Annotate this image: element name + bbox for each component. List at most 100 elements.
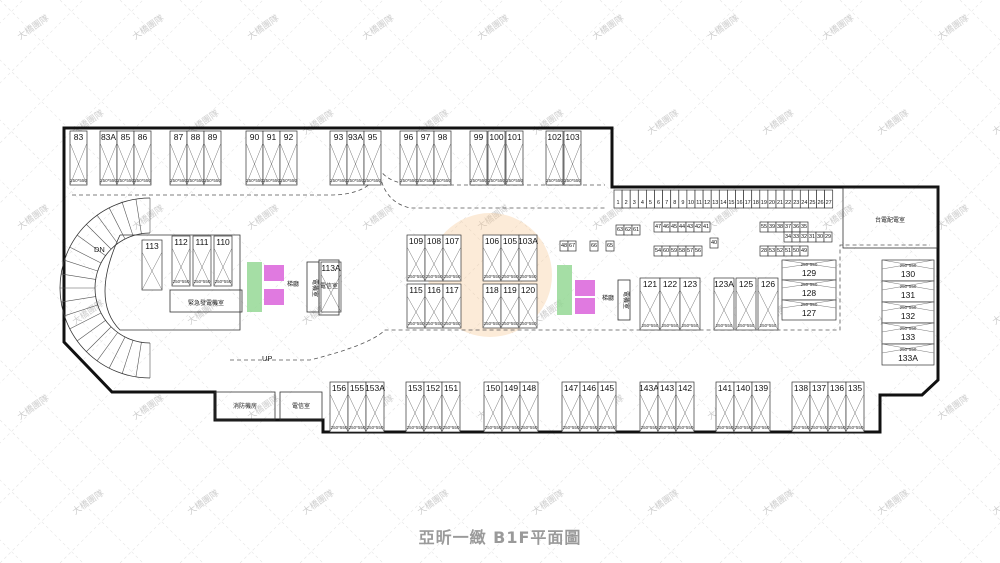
slot-dimension: 250*550 xyxy=(400,178,417,183)
slot-number: 50 xyxy=(793,248,799,254)
slot-dimension: 250*550 xyxy=(564,178,581,183)
watermark-text: 大橋團隊 xyxy=(875,487,911,517)
slot-number: 47 xyxy=(655,224,661,230)
slot-number: 153A xyxy=(365,383,385,393)
slot-number: 19 xyxy=(761,200,767,206)
watermark-text: 大橋團隊 xyxy=(645,487,681,517)
slot-number: 36 xyxy=(793,224,799,230)
slot-number: 155 xyxy=(350,383,364,393)
slot-dimension: 250*550 xyxy=(801,282,818,287)
grid-line xyxy=(779,0,1000,221)
slot-number: 59 xyxy=(671,248,677,254)
slot-dimension: 250*550 xyxy=(484,321,501,326)
watermark-text: 大橋團隊 xyxy=(875,107,911,137)
slot-number: 55 xyxy=(761,224,767,230)
grid-line xyxy=(59,0,624,563)
watermark-text: 大橋團隊 xyxy=(245,12,281,42)
slot-dimension: 250*550 xyxy=(717,425,734,430)
slot-number: 7 xyxy=(665,200,668,206)
watermark-text: 大橋團隊 xyxy=(820,12,856,42)
slot-number: 116 xyxy=(427,285,441,295)
slot-number: 85 xyxy=(121,132,131,142)
slot-number: 12 xyxy=(704,200,710,206)
parking-slot: 44 xyxy=(677,221,687,233)
watermark-text: 大橋團隊 xyxy=(990,297,1000,327)
slot-number: 62 xyxy=(625,227,631,233)
parking-slot: 16 xyxy=(735,189,744,209)
slot-dimension: 250*550 xyxy=(829,425,846,430)
parking-slot: 22 xyxy=(783,189,793,209)
slot-number: 9 xyxy=(681,200,684,206)
slot-dimension: 250*550 xyxy=(760,323,777,328)
slot-number: 109 xyxy=(409,236,423,246)
slot-dimension: 250*550 xyxy=(677,425,694,430)
parking-slot: 51 xyxy=(783,245,793,257)
slot-number: 115 xyxy=(409,285,423,295)
ramp-step xyxy=(135,199,142,234)
slot-number: 31 xyxy=(809,234,815,240)
parking-slot: 115 250*550 xyxy=(406,283,426,329)
slot-dimension: 250*550 xyxy=(407,425,424,430)
slot-dimension: 250*550 xyxy=(367,425,384,430)
slot-dimension: 250*550 xyxy=(753,425,770,430)
parking-slot: 42 xyxy=(693,221,703,233)
slot-number: 6 xyxy=(657,200,660,206)
watermark-text: 大橋團隊 xyxy=(15,202,51,232)
slot-number: 122 xyxy=(663,279,677,289)
slot-number: 35 xyxy=(801,224,807,230)
slot-number: 43 xyxy=(687,224,693,230)
slot-dimension: 250*550 xyxy=(408,321,425,326)
parking-slot: 26 xyxy=(816,189,825,209)
slot-number: 141 xyxy=(718,383,732,393)
slot-dimension: 250*550 xyxy=(484,274,501,279)
slot-number: 15 xyxy=(728,200,734,206)
slot-number: 38 xyxy=(777,224,783,230)
parking-slot: 18 xyxy=(751,189,761,209)
grid-line xyxy=(239,0,804,563)
slot-dimension: 250*550 xyxy=(900,347,917,352)
slot-number: 143A xyxy=(639,383,659,393)
slot-dimension: 250*550 xyxy=(364,178,381,183)
electric-room-label: 電信室 xyxy=(292,402,310,410)
grid-line xyxy=(839,402,1000,563)
ramp-down-label: DN xyxy=(94,245,105,254)
parking-slot: 37 xyxy=(783,221,793,233)
ramp-step xyxy=(77,234,106,256)
slot-number: 30 xyxy=(817,234,823,240)
slot-dimension: 250*550 xyxy=(801,262,818,267)
ramp-step xyxy=(96,215,118,244)
slot-number: 63 xyxy=(617,227,623,233)
parking-slot: 20 xyxy=(767,189,777,209)
parking-slot: 41 xyxy=(701,221,711,233)
slot-dimension: 250*550 xyxy=(847,425,864,430)
slot-dimension: 250*550 xyxy=(488,178,505,183)
parking-slot: 8 xyxy=(670,189,680,209)
slot-number: 101 xyxy=(507,132,521,142)
elevator-1 xyxy=(264,265,284,281)
slot-dimension: 250*550 xyxy=(520,321,537,326)
watermark-text: 大橋團隊 xyxy=(360,202,396,232)
pump-room-label: 消防機房 xyxy=(233,402,257,410)
slot-number: 136 xyxy=(830,383,844,393)
slot-number: 143 xyxy=(660,383,674,393)
parking-slot: 45 xyxy=(669,221,679,233)
grid-line xyxy=(119,0,684,563)
slot-dimension: 250*550 xyxy=(215,279,232,284)
slot-number: 130 xyxy=(901,269,915,279)
